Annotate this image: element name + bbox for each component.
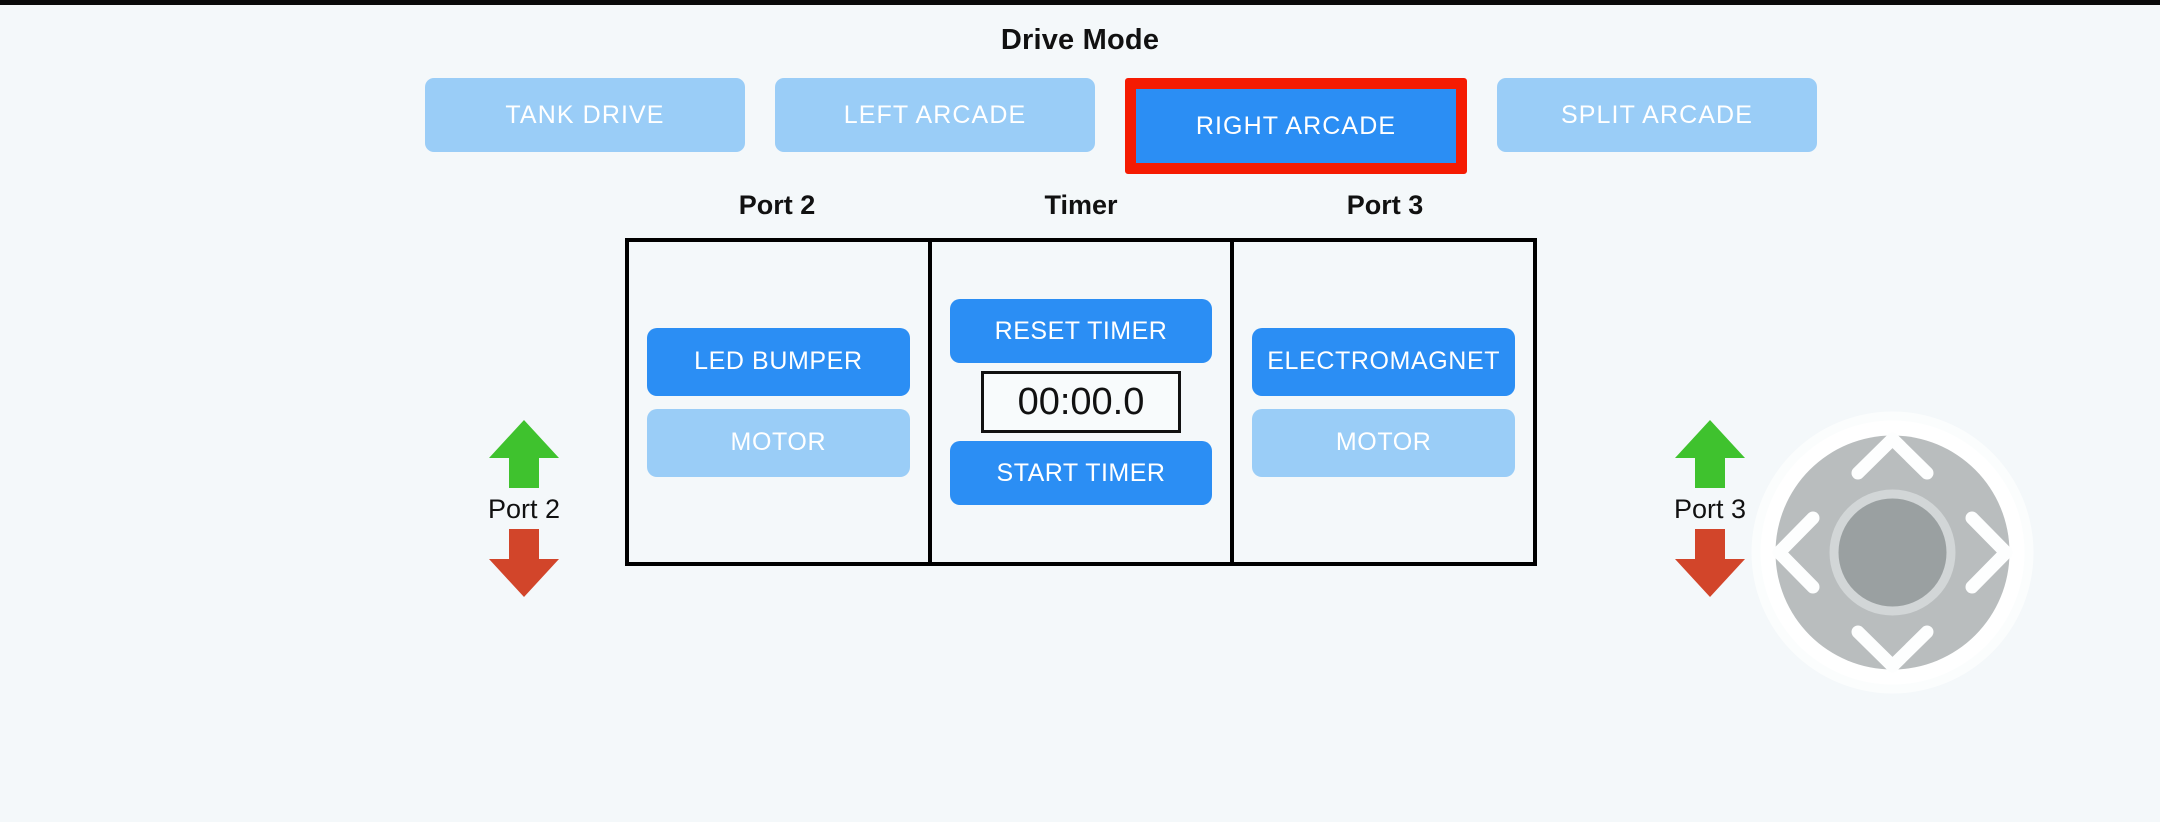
drive-mode-option-left-arcade-wrapper: LEFT ARCADE (775, 78, 1095, 152)
arrow-up-icon[interactable] (1673, 418, 1747, 490)
dpad-down-chevron-icon[interactable] (1851, 625, 1934, 673)
dpad-left-chevron-icon[interactable] (1772, 511, 1820, 594)
drive-mode-option-right-arcade-wrapper-selected: RIGHT ARCADE (1125, 78, 1467, 174)
start-timer-button[interactable]: START TIMER (949, 441, 1213, 505)
column-title-timer: Timer (1044, 190, 1118, 220)
port3-column: ELECTROMAGNET MOTOR (1234, 242, 1533, 562)
drive-mode-button-group: TANK DRIVE LEFT ARCADE RIGHT ARCADE SPLI… (425, 78, 1817, 174)
port2-motor-button[interactable]: MOTOR (647, 408, 910, 477)
port3-arrow-controls: Port 3 (1620, 418, 1800, 599)
reset-timer-button[interactable]: RESET TIMER (949, 299, 1213, 363)
panel-column-titles: Port 2 Timer Port 3 (625, 190, 1537, 230)
arrow-down-icon[interactable] (1673, 527, 1747, 599)
column-title-port2: Port 2 (738, 190, 816, 220)
port3-electromagnet-button[interactable]: ELECTROMAGNET (1252, 327, 1516, 396)
dpad-up-chevron-icon[interactable] (1851, 432, 1934, 480)
port3-control-label: Port 3 (1673, 494, 1747, 524)
drive-mode-left-arcade-button[interactable]: LEFT ARCADE (775, 78, 1095, 152)
timer-column: RESET TIMER 00:00.0 START TIMER (927, 242, 1235, 562)
drive-mode-right-arcade-button[interactable]: RIGHT ARCADE (1136, 89, 1456, 163)
dpad-knob (1838, 498, 1947, 607)
drive-mode-option-split-arcade-wrapper: SPLIT ARCADE (1497, 78, 1817, 152)
port2-arrow-controls: Port 2 (434, 418, 614, 599)
drive-mode-tank-drive-button[interactable]: TANK DRIVE (425, 78, 745, 152)
port2-column: LED BUMPER MOTOR (629, 242, 928, 562)
arrow-up-icon[interactable] (487, 418, 561, 490)
device-panel: LED BUMPER MOTOR RESET TIMER 00:00.0 STA… (625, 238, 1537, 566)
timer-display: 00:00.0 (981, 371, 1181, 433)
drive-mode-split-arcade-button[interactable]: SPLIT ARCADE (1497, 78, 1817, 152)
dpad-joystick[interactable] (1745, 405, 2040, 700)
drive-mode-option-tank-drive-wrapper: TANK DRIVE (425, 78, 745, 152)
arrow-down-icon[interactable] (487, 527, 561, 599)
port2-led-bumper-button[interactable]: LED BUMPER (647, 327, 910, 396)
top-bar (0, 0, 2160, 5)
dpad-right-chevron-icon[interactable] (1965, 511, 2013, 594)
page-title: Drive Mode (1000, 24, 1160, 56)
port3-motor-button[interactable]: MOTOR (1252, 408, 1516, 477)
port2-control-label: Port 2 (487, 494, 561, 524)
column-title-port3: Port 3 (1346, 190, 1424, 220)
